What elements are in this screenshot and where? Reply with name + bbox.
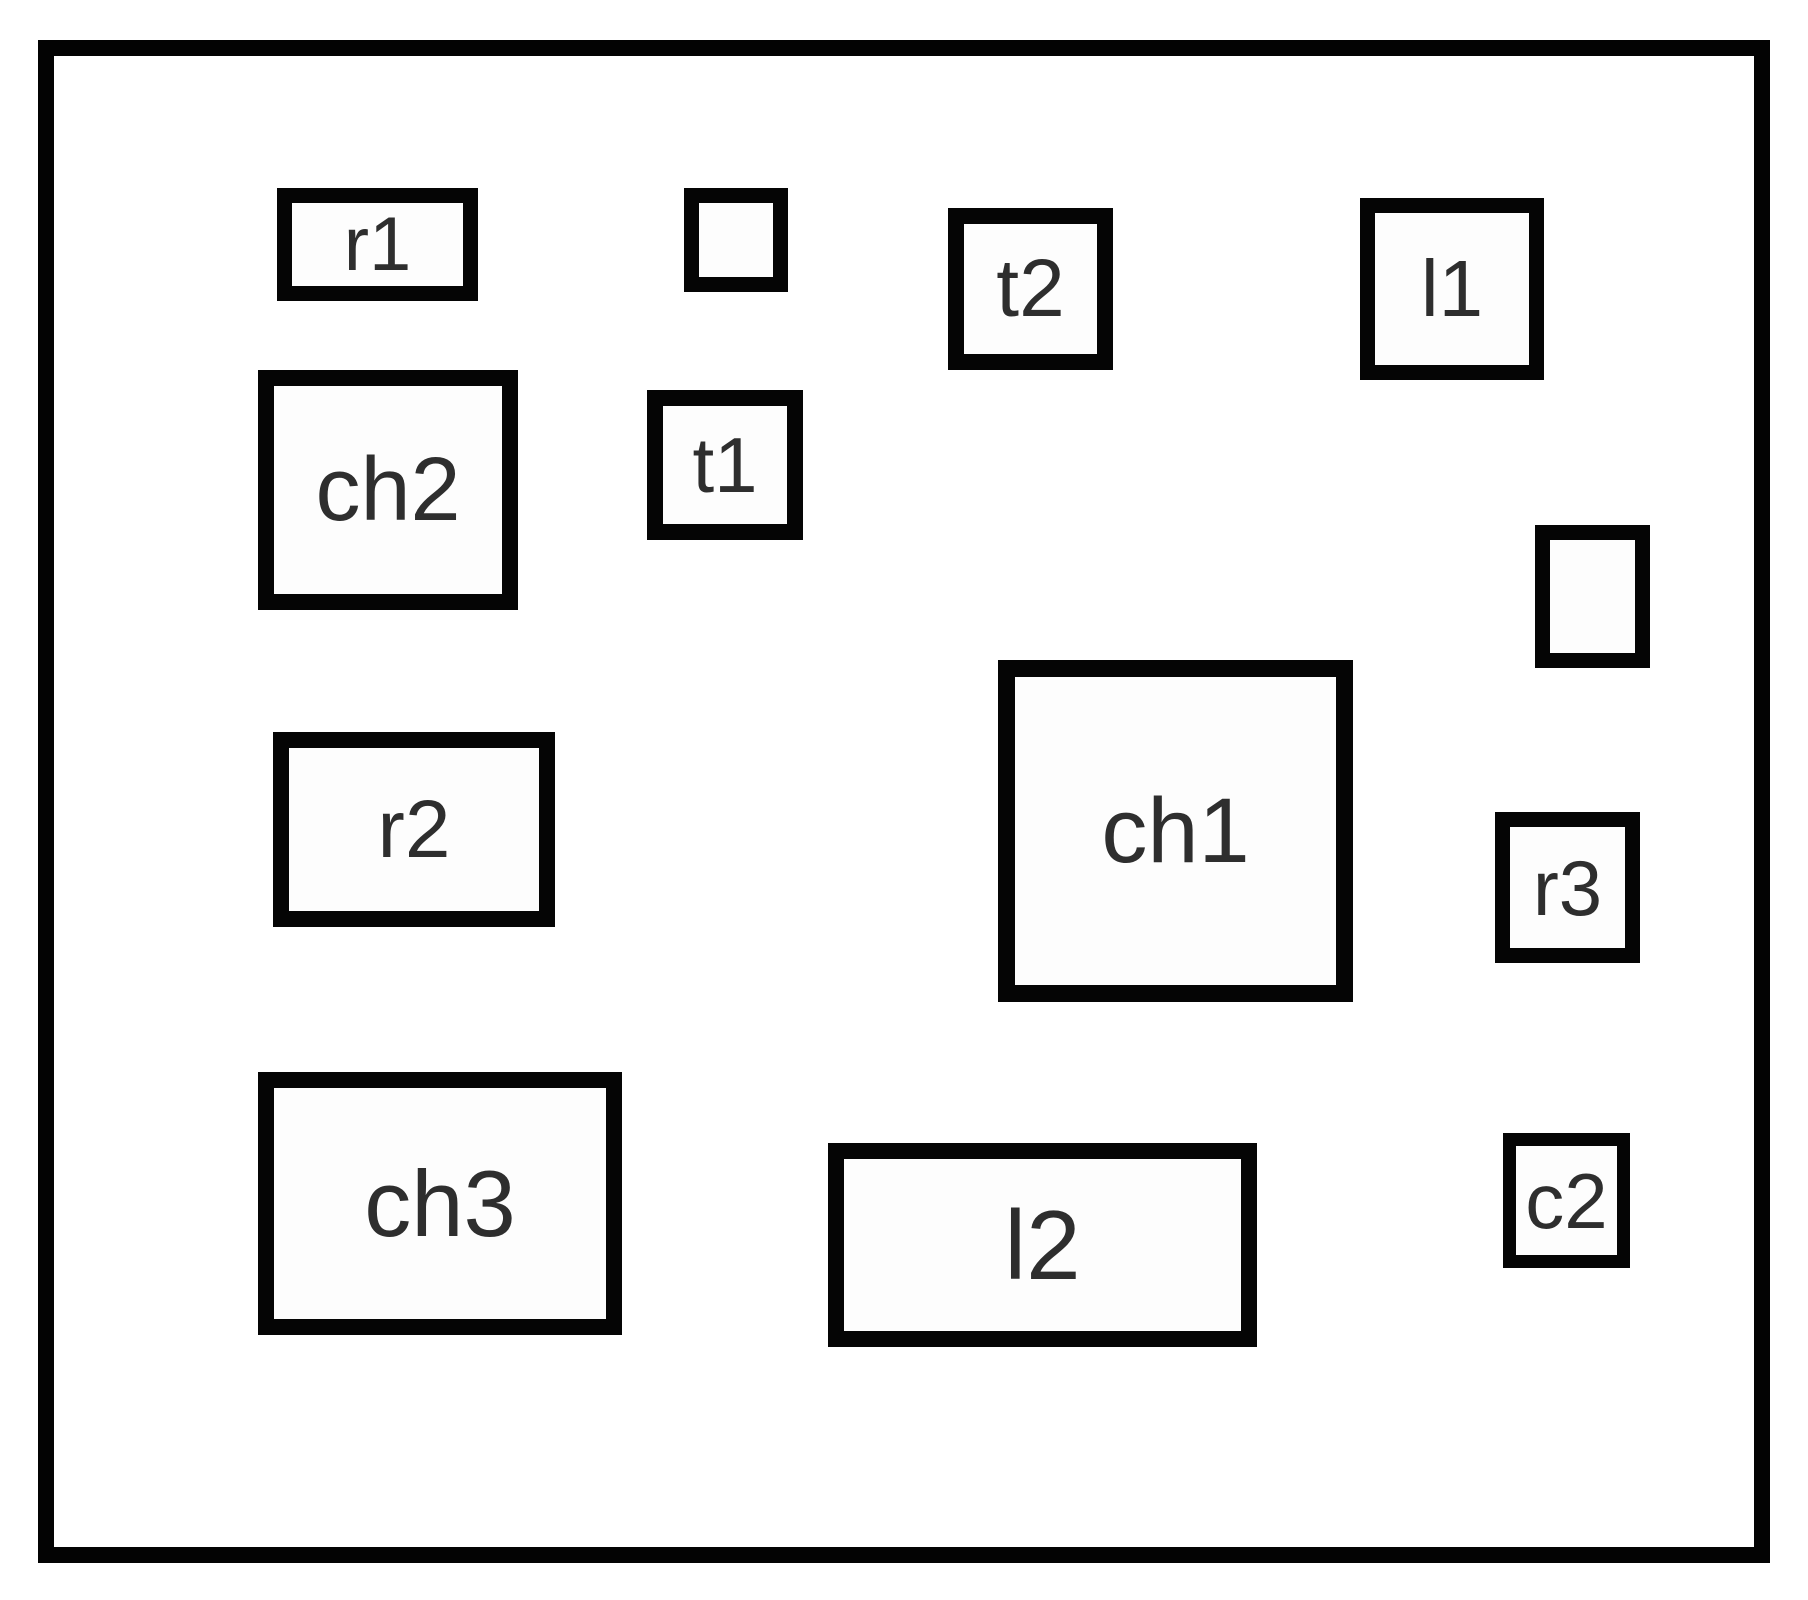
box-r1: r1 xyxy=(277,188,478,301)
box-label: t2 xyxy=(996,243,1065,334)
box-c2: c2 xyxy=(1503,1133,1630,1268)
box-ch3: ch3 xyxy=(258,1072,622,1335)
box-l2: l2 xyxy=(828,1143,1257,1347)
box-unlabeled-1 xyxy=(684,188,788,292)
box-r3: r3 xyxy=(1495,812,1640,963)
box-label: ch3 xyxy=(364,1150,516,1256)
box-l1: l1 xyxy=(1360,198,1544,380)
box-ch1: ch1 xyxy=(998,660,1353,1002)
box-label: l1 xyxy=(1420,244,1484,333)
box-label: c2 xyxy=(1525,1156,1608,1245)
box-t1: t1 xyxy=(647,390,803,540)
box-label: r2 xyxy=(377,783,451,875)
box-ch2: ch2 xyxy=(258,370,518,610)
box-label: l2 xyxy=(1004,1190,1081,1300)
box-label: ch2 xyxy=(315,440,461,540)
box-unlabeled-6 xyxy=(1535,525,1650,668)
box-label: r3 xyxy=(1532,843,1603,932)
box-label: ch1 xyxy=(1101,780,1250,882)
box-t2: t2 xyxy=(948,208,1113,370)
box-r2: r2 xyxy=(273,732,555,927)
box-label: r1 xyxy=(343,201,412,287)
box-label: t1 xyxy=(692,421,758,509)
